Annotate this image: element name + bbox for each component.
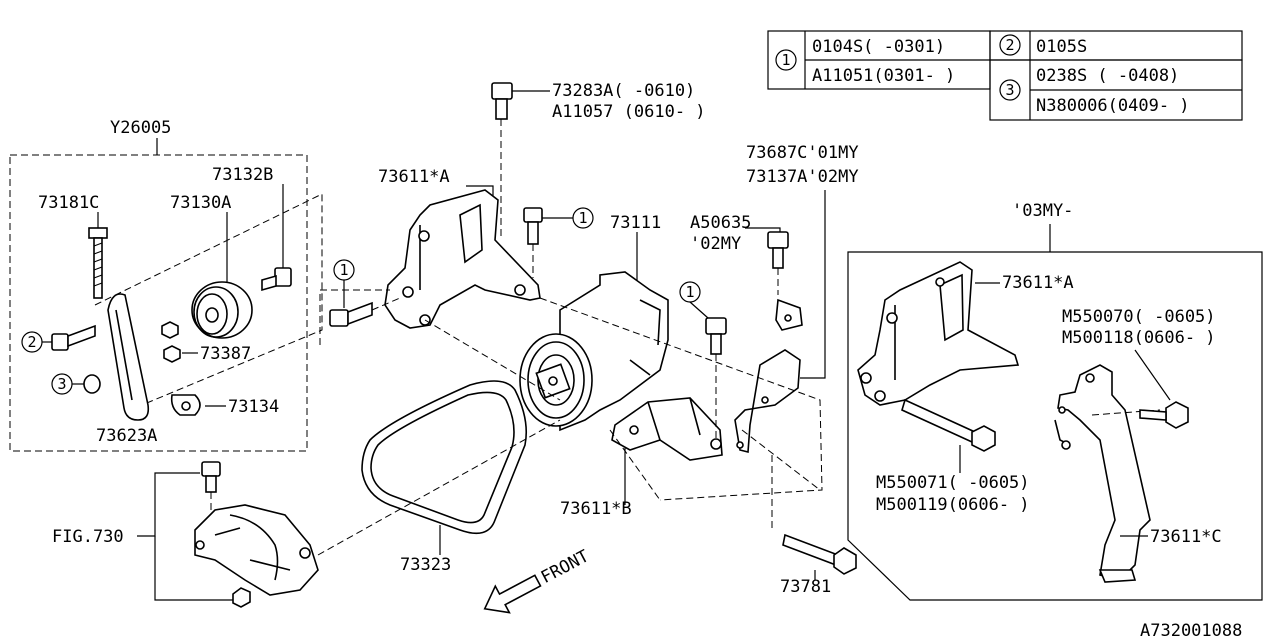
compressor-73111 (519, 271, 669, 432)
diagram-id: A732001088 (1140, 621, 1242, 640)
legend-c1-row1: 0104S( -0301) (812, 37, 945, 57)
label-73781: 73781 (780, 577, 831, 597)
bolt-fig730-bottom (232, 587, 251, 608)
nut-73387 (161, 321, 181, 363)
legend-table: 1 2 3 0104S( -0301) A11051(0301- ) 0105S… (767, 30, 1243, 121)
label-73387: 73387 (200, 344, 251, 364)
bolt-a50635 (767, 231, 803, 331)
washer-marker-3 (83, 374, 101, 394)
label-73134: 73134 (228, 397, 279, 417)
bolt-marker-1-left (329, 301, 373, 327)
marker-1-top: 1 (578, 209, 587, 227)
label-03my: '03MY- (1012, 201, 1073, 221)
bracket-73134 (170, 394, 201, 416)
bracket-73611a-right (857, 261, 1020, 406)
label-73323: 73323 (400, 555, 451, 575)
bracket-73611b (611, 397, 723, 461)
legend-marker-2: 2 (1005, 36, 1014, 54)
legend-marker-1: 1 (781, 51, 790, 69)
label-73137a: 73137A'02MY (746, 167, 859, 187)
label-m550071: M550071( -0605) (876, 473, 1030, 493)
label-a11057: A11057 (0610- ) (552, 102, 706, 122)
drive-belt-73323 (361, 380, 528, 535)
bolt-73132b (261, 267, 292, 292)
bolt-marker-1-center (705, 317, 727, 440)
label-73687c: 73687C'01MY (746, 143, 859, 163)
marker-3-left: 3 (57, 375, 66, 393)
label-front: FRONT (538, 546, 593, 588)
bolt-73781 (782, 533, 857, 575)
bracket-73611c (1054, 364, 1151, 583)
front-arrow: FRONT (483, 546, 593, 614)
legend-c1-row2: A11051(0301- ) (812, 66, 955, 86)
label-73623a: 73623A (96, 426, 157, 446)
label-m500118: M500118(0606- ) (1062, 328, 1216, 348)
legend-c3-row2: N380006(0409- ) (1036, 96, 1190, 116)
idler-pulley-73130a (191, 281, 253, 339)
cover-fig730 (194, 504, 319, 596)
label-73611c: 73611*C (1150, 527, 1222, 547)
label-73132b: 73132B (212, 165, 273, 185)
bolt-marker-1-top (523, 207, 543, 278)
label-73611a-center: 73611*A (378, 167, 450, 187)
label-a50635: A50635 (690, 213, 751, 233)
bracket-73687c (734, 349, 801, 454)
bolt-marker-2 (51, 324, 96, 351)
bolt-m550071 (901, 398, 996, 452)
legend-c2-row1: 0105S (1036, 37, 1087, 57)
label-a50635-my: '02MY (690, 234, 741, 254)
label-m550070: M550070( -0605) (1062, 307, 1216, 327)
bolt-73283a (491, 82, 513, 240)
marker-1-center: 1 (685, 283, 694, 301)
label-m500119: M500119(0606- ) (876, 495, 1030, 515)
label-73111: 73111 (610, 213, 661, 233)
label-fig730: FIG.730 (52, 527, 124, 547)
marker-1-left: 1 (339, 261, 348, 279)
label-73611b: 73611*B (560, 499, 632, 519)
label-73181c: 73181C (38, 193, 99, 213)
box-03my (847, 251, 1263, 601)
bracket-73611a-center: 73611*A (378, 167, 541, 329)
legend-marker-3: 3 (1005, 81, 1014, 99)
tensioner-arm-73623a (107, 293, 150, 421)
bolt-73181c (88, 227, 108, 299)
marker-2-left: 2 (27, 333, 36, 351)
label-73283a: 73283A( -0610) (552, 81, 695, 101)
label-73611a-right: 73611*A (1002, 273, 1074, 293)
label-73130a: 73130A (170, 193, 231, 213)
tensioner-kit-group: Y26005 73181C 73130A 73132B (9, 118, 323, 452)
label-y26005: Y26005 (110, 118, 171, 138)
legend-c3-row1: 0238S ( -0408) (1036, 66, 1179, 86)
bolt-fig730-top (201, 461, 221, 525)
bolt-m550070 (1139, 401, 1189, 429)
